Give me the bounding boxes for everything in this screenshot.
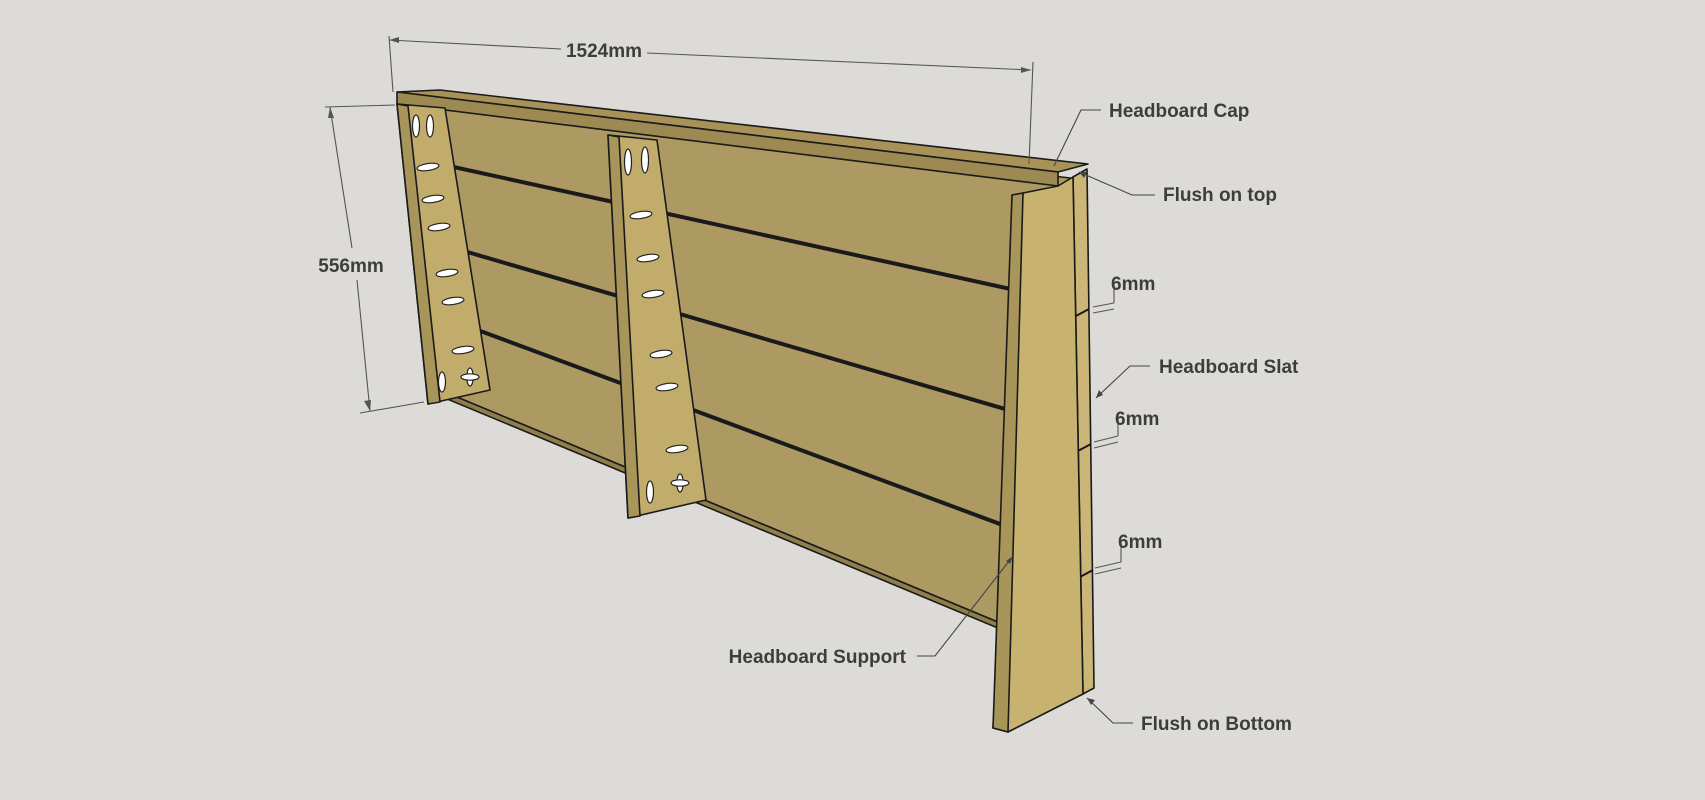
width-dimension-line-left <box>388 39 562 50</box>
pocket-hole <box>665 444 689 454</box>
headboard-cap <box>396 89 1089 187</box>
pocket-hole <box>641 289 665 299</box>
gap-dimension-1: 6mm <box>1092 274 1155 314</box>
middle-support-edge <box>607 134 641 519</box>
pocket-hole <box>623 148 633 176</box>
left-support-pocket-holes <box>411 114 480 393</box>
pocket-hole <box>451 345 475 355</box>
slat-joint-1 <box>439 162 1071 304</box>
slat-end-joint-1 <box>1073 308 1090 318</box>
slat-joint-2 <box>439 242 1071 430</box>
screw-cross <box>460 367 480 387</box>
gap-dimension-label-1: 6mm <box>1111 274 1155 295</box>
pocket-hole <box>640 146 650 174</box>
gap-dimension-3: 6mm <box>1094 532 1162 575</box>
callout-flush-on-top: Flush on top <box>1078 171 1277 206</box>
pocket-hole <box>437 371 447 393</box>
gap-dimension-2: 6mm <box>1093 409 1159 449</box>
right-support <box>992 168 1095 733</box>
middle-support-pocket-holes <box>623 146 690 504</box>
pocket-hole <box>421 194 445 204</box>
pocket-hole <box>411 114 421 138</box>
callout-flush-on-bottom: Flush on Bottom <box>1086 697 1292 735</box>
gap-dimension-label-2: 6mm <box>1115 409 1159 430</box>
pocket-hole <box>441 296 465 306</box>
slat-panel <box>439 103 1071 659</box>
headboard-support-label: Headboard Support <box>729 647 907 668</box>
pocket-hole <box>645 480 655 504</box>
pocket-hole <box>629 210 653 220</box>
pocket-hole <box>435 268 459 278</box>
flush-on-bottom-label: Flush on Bottom <box>1141 714 1292 735</box>
width-dimension-line-right <box>646 52 1032 71</box>
headboard-cap-label: Headboard Cap <box>1109 101 1249 122</box>
pocket-hole <box>636 253 660 263</box>
screw-cross <box>670 473 690 493</box>
callout-headboard-cap: Headboard Cap <box>1053 101 1249 167</box>
height-dimension-line-top <box>329 106 353 249</box>
slat-joint-3 <box>439 314 1071 552</box>
pocket-hole <box>416 162 440 172</box>
callout-headboard-slat: Headboard Slat <box>1095 357 1299 399</box>
pocket-hole <box>427 222 451 232</box>
right-support-edge <box>992 192 1024 733</box>
width-dimension-label: 1524mm <box>566 41 642 62</box>
pocket-hole <box>425 114 435 138</box>
height-dimension: 556mm <box>318 104 425 414</box>
height-dimension-line-bottom <box>356 279 371 412</box>
left-support-edge <box>396 103 441 405</box>
headboard-slat-label: Headboard Slat <box>1159 357 1299 378</box>
gap-dimension-label-3: 6mm <box>1118 532 1162 553</box>
pocket-hole <box>649 349 673 359</box>
width-dimension: 1524mm <box>388 35 1034 165</box>
middle-support <box>607 134 707 519</box>
height-dimension-label: 556mm <box>318 256 384 277</box>
pocket-hole <box>655 382 679 392</box>
flush-on-top-label: Flush on top <box>1163 185 1277 206</box>
callout-headboard-support: Headboard Support <box>729 555 1014 668</box>
left-support <box>396 103 491 405</box>
